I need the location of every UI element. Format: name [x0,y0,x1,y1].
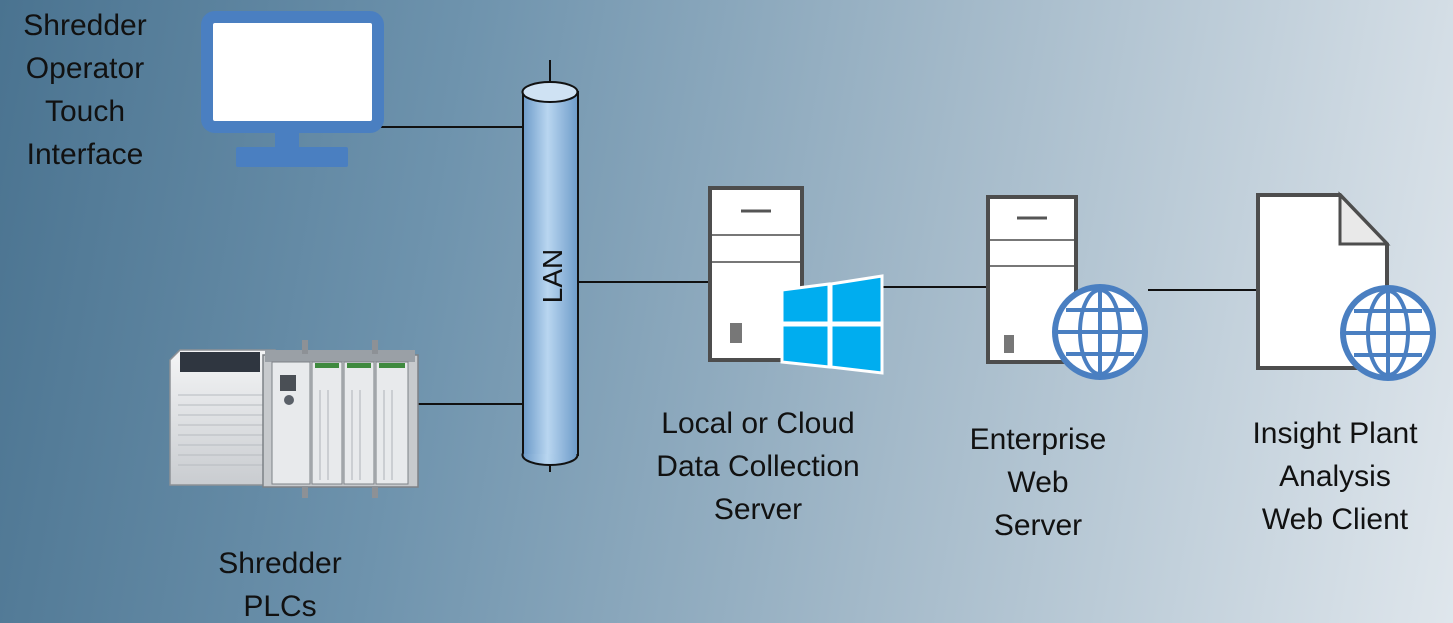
web-server-label: Enterprise Web Server [938,418,1138,547]
web-server-label-line-3: Server [993,509,1083,542]
plc-rack-icon [169,340,419,498]
windows-logo-icon [780,274,884,375]
document-globe-icon [1256,191,1436,381]
plcs-label: Shredder PLCs [180,542,380,623]
web-client-label: Insight Plant Analysis Web Client [1220,412,1450,541]
globe-icon [1340,285,1436,381]
lan-pipe-icon: LAN [521,81,579,466]
operator-label-line-2: Operator [25,52,145,85]
plcs-label-line-1: Shredder [218,547,342,580]
web-server-label-line-1: Enterprise [969,423,1107,456]
web-client-label-line-2: Analysis [1279,460,1391,493]
data-server-label-line-2: Data Collection [656,450,860,483]
plcs-label-line-2: PLCs [243,590,317,623]
lan-label: LAN [537,249,568,303]
monitor-icon [201,11,384,167]
server-windows-icon [708,186,884,375]
operator-label-line-4: Interface [26,138,144,171]
operator-label-line-3: Touch [44,95,126,128]
globe-icon [1052,284,1148,380]
web-client-label-line-3: Web Client [1261,503,1409,536]
operator-label-line-1: Shredder [23,9,147,42]
server-globe-icon [986,195,1148,380]
data-server-label-line-3: Server [713,493,803,526]
web-client-label-line-1: Insight Plant [1252,417,1418,450]
web-server-label-line-2: Web [1007,466,1069,499]
data-server-label: Local or Cloud Data Collection Server [628,402,888,531]
data-server-label-line-1: Local or Cloud [661,407,855,440]
connectors [378,60,1258,472]
operator-label: Shredder Operator Touch Interface [0,4,170,176]
